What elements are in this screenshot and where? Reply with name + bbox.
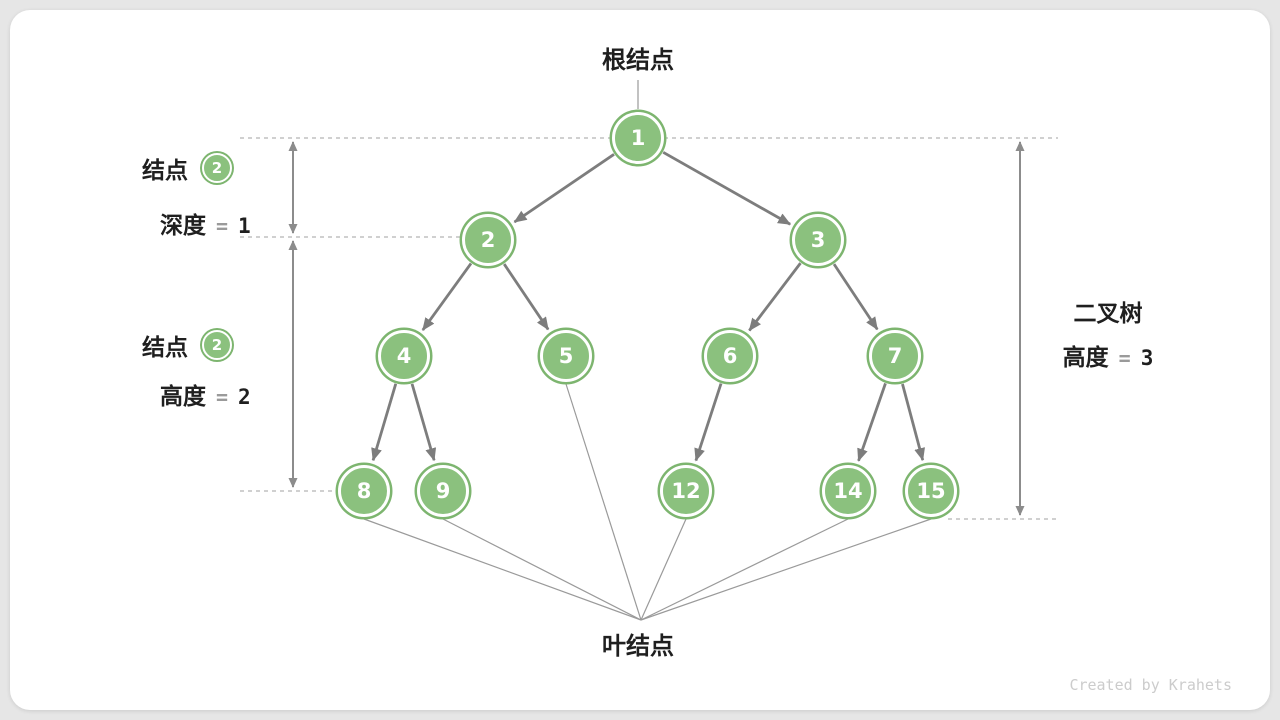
node-depth-caption-text: 结点 xyxy=(142,157,188,183)
height-label: 高度 xyxy=(160,383,206,409)
node-height-caption-text: 结点 xyxy=(142,334,188,360)
depth-value: 1 xyxy=(238,214,251,238)
node-2-badge-depth: 2 xyxy=(202,153,232,183)
node-2-badge-height: 2 xyxy=(202,330,232,360)
height-value: 2 xyxy=(238,385,251,409)
node-height-equation: 高度 = 2 xyxy=(160,377,251,409)
leaf-node-label: 叶结点 xyxy=(602,633,674,660)
tree-height-label: 高度 xyxy=(1062,344,1109,370)
tree-height-equals-sign: = xyxy=(1118,346,1131,370)
tree-height-caption: 二叉树 xyxy=(1073,300,1143,326)
tree-height-value: 3 xyxy=(1140,346,1154,370)
tree-height-equation: 高度 = 3 xyxy=(1063,338,1154,372)
height-equals-sign: = xyxy=(216,385,229,409)
node-depth-caption: 结点 2 xyxy=(142,153,232,183)
node-depth-equation: 深度 = 1 xyxy=(160,206,251,238)
node-height-caption: 结点 2 xyxy=(142,330,232,360)
watermark: Created by Krahets xyxy=(1069,676,1232,694)
depth-label: 深度 xyxy=(160,212,206,238)
depth-equals-sign: = xyxy=(216,214,229,238)
tree-height-annotation: 二叉树 高度 = 3 xyxy=(1030,294,1186,372)
root-node-label: 根结点 xyxy=(602,47,674,74)
